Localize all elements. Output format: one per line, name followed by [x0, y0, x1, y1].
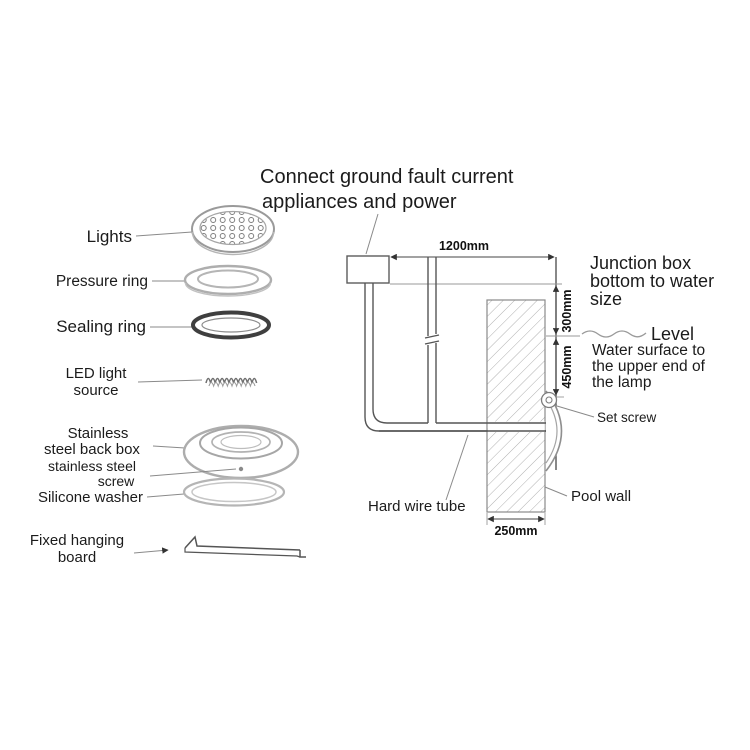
- label-hanging-board-line1: Fixed hanging: [30, 532, 124, 549]
- water-wave-line: [581, 330, 647, 338]
- connect-note-line1: Connect ground fault current: [260, 166, 514, 188]
- label-silicone-washer: Silicone washer: [38, 489, 143, 506]
- exploded-parts: Lights Pressure ring Sealing ring LED li…: [30, 205, 306, 566]
- set-screw-shape: [540, 391, 558, 409]
- hanging-board-shape: [184, 535, 306, 558]
- label-water-line3: the lamp: [592, 374, 651, 391]
- lights-leader-line: [135, 231, 193, 237]
- label-back-box-line2: steel back box: [44, 441, 140, 458]
- dim-450-label: 450mm: [560, 345, 574, 388]
- label-lights: Lights: [87, 227, 132, 246]
- silicone-washer-leader-line: [146, 493, 185, 498]
- connect-note: Connect ground fault current appliances …: [260, 166, 514, 255]
- label-pool-wall: Pool wall: [571, 488, 631, 505]
- back-box-shape: [182, 424, 300, 480]
- connect-note-line2: appliances and power: [262, 191, 457, 213]
- label-led-source-line1: LED light: [66, 365, 128, 382]
- label-level: Level: [651, 324, 694, 344]
- led-source-leader-line: [137, 379, 203, 383]
- dim-1200-label: 1200mm: [439, 239, 489, 253]
- hard-wire-tube-leader-line: [445, 434, 469, 501]
- screw-leader-line: [149, 468, 237, 477]
- junction-box: [346, 255, 390, 284]
- label-set-screw: Set screw: [597, 410, 657, 425]
- label-water-line1: Water surface to: [592, 342, 705, 359]
- wire-tube: [364, 257, 546, 432]
- dim-300-label: 300mm: [560, 289, 574, 332]
- label-screw-line1: stainless steel: [48, 458, 136, 474]
- label-junction-line2: bottom to water: [590, 271, 714, 291]
- label-pressure-ring: Pressure ring: [56, 273, 148, 290]
- label-screw-line2: screw: [98, 473, 135, 489]
- dim-250-label: 250mm: [494, 524, 537, 538]
- sealing-ring-shape: [191, 310, 271, 340]
- label-water-line2: the upper end of: [592, 358, 706, 375]
- label-junction-line1: Junction box: [590, 253, 691, 273]
- label-junction-line3: size: [590, 289, 622, 309]
- label-hanging-board-line2: board: [58, 549, 96, 566]
- set-screw-leader-line: [556, 405, 595, 418]
- back-box-screw-dot: [238, 466, 244, 472]
- back-box-leader-line: [152, 445, 186, 449]
- hanging-board-arrow: [133, 547, 169, 554]
- connect-note-leader-line: [365, 213, 379, 255]
- pool-wall-leader-line: [544, 486, 568, 497]
- installation-section: 1200mm 300mm 450mm: [346, 239, 714, 538]
- led-source-coil: [205, 377, 258, 388]
- label-back-box-line1: Stainless: [68, 425, 129, 442]
- label-sealing-ring: Sealing ring: [56, 317, 146, 336]
- label-hard-wire-tube: Hard wire tube: [368, 498, 466, 515]
- silicone-washer-shape: [182, 477, 286, 507]
- pressure-ring-shape: [183, 264, 273, 297]
- lights-disc: [191, 205, 275, 256]
- pool-wall-shape: [486, 299, 546, 513]
- label-led-source-line2: source: [73, 382, 118, 399]
